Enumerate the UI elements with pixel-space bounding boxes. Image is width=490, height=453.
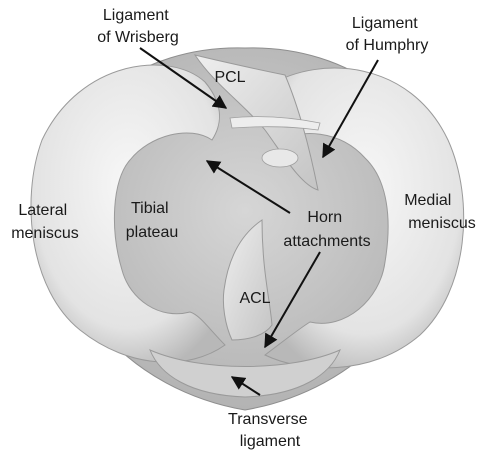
pcl-stump [261,148,299,168]
lateral-meniscus-label: Lateral meniscus [11,202,79,242]
transverse-ligament-arrow [230,376,261,396]
horn-attachments-label: Horn attachments [283,209,370,250]
acl-shape [222,219,273,341]
meniscofemoral-ligament-shape [229,116,321,131]
transverse-ligament-label: Transverse ligament [228,411,312,450]
ligament-of-humphry-label: Ligament of Humphry [346,15,429,54]
acl-label: ACL [239,290,270,307]
lateral-meniscus-shape [30,64,226,363]
pcl-label: PCL [214,69,245,86]
ligament-of-wrisberg-arrow [139,47,228,109]
ligament-of-wrisberg-label: Ligament of Wrisberg [97,7,179,46]
horn-attachments-arrow-lower [264,251,321,349]
medial-meniscus-shape [263,67,465,369]
medial-meniscus-label: Medial meniscus [404,192,476,232]
tibial-plateau-label: Tibial plateau [126,200,179,241]
ligament-of-humphry-arrow [322,59,379,159]
horn-attachments-arrow-upper [205,160,291,214]
transverse-ligament-shape [149,349,341,398]
